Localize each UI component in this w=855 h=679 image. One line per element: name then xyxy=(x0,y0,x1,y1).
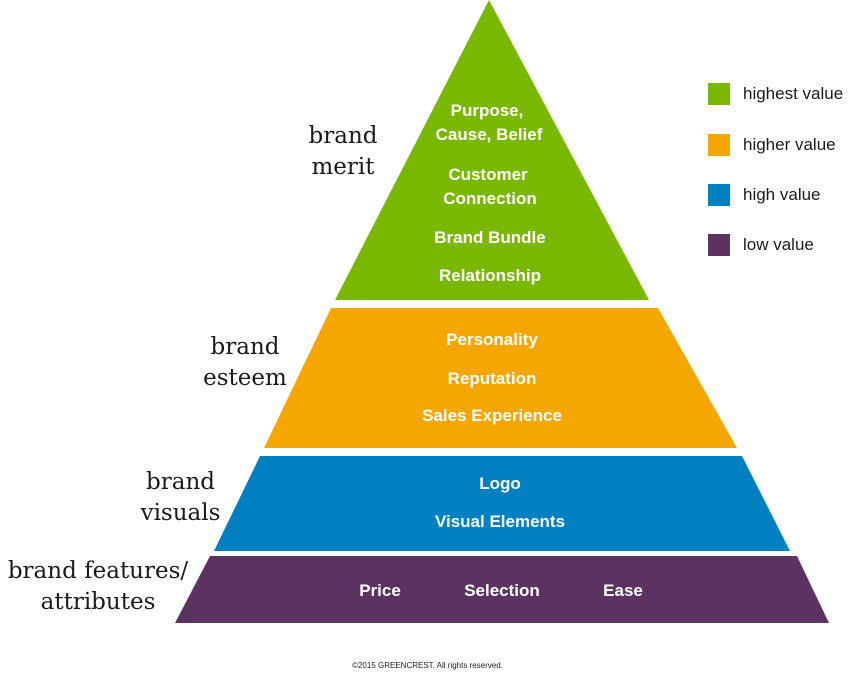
legend-label: higher value xyxy=(743,135,836,154)
tier-label-esteem: brand esteem xyxy=(195,332,295,394)
legend-item-low: low value xyxy=(708,234,814,256)
merit-item: Cause, Belief xyxy=(435,125,543,144)
esteem-layer-shape xyxy=(264,308,737,448)
legend-swatch xyxy=(708,184,730,206)
tier-label-features-line2: attributes xyxy=(40,589,156,615)
features-item: Price xyxy=(359,581,401,600)
merit-layer-shape xyxy=(335,0,649,300)
tier-label-merit-line1: brand xyxy=(308,123,378,149)
merit-item: Brand Bundle xyxy=(434,228,546,247)
esteem-item: Reputation xyxy=(447,369,537,388)
legend-swatch xyxy=(708,134,730,156)
merit-item: Purpose, xyxy=(450,101,524,120)
tier-label-esteem-line1: brand xyxy=(210,334,280,360)
legend-label: highest value xyxy=(743,84,844,103)
legend-swatch xyxy=(708,234,730,256)
copyright-text: ©2015 GREENCREST. All rights reserved. xyxy=(352,661,503,670)
legend-item-highest: highest value xyxy=(708,83,843,105)
visuals-item: Logo xyxy=(479,474,521,493)
legend-label: low value xyxy=(743,235,814,254)
features-layer-shape xyxy=(175,556,829,623)
visuals-layer-shape xyxy=(214,456,790,551)
tier-label-features: brand features/ attributes xyxy=(0,556,196,618)
tier-label-visuals: brand visuals xyxy=(128,467,233,529)
esteem-item: Sales Experience xyxy=(422,406,562,425)
legend-swatch xyxy=(708,83,730,105)
merit-item: Customer xyxy=(448,165,528,184)
tier-label-merit-line2: merit xyxy=(311,154,375,180)
esteem-item: Personality xyxy=(446,330,538,349)
legend-item-higher: higher value xyxy=(708,134,836,156)
tier-label-visuals-line1: brand xyxy=(146,469,215,495)
merit-item: Relationship xyxy=(438,266,542,285)
merit-item: Connection xyxy=(443,189,537,208)
visuals-item: Visual Elements xyxy=(434,512,566,531)
tier-label-visuals-line2: visuals xyxy=(140,500,221,526)
legend-item-high: high value xyxy=(708,184,821,206)
features-item: Ease xyxy=(603,581,643,600)
tier-label-esteem-line2: esteem xyxy=(203,365,287,391)
features-item: Selection xyxy=(464,581,540,600)
tier-label-merit: brand merit xyxy=(298,121,388,183)
legend-label: high value xyxy=(743,185,821,204)
tier-label-features-line1: brand features/ xyxy=(7,558,189,584)
